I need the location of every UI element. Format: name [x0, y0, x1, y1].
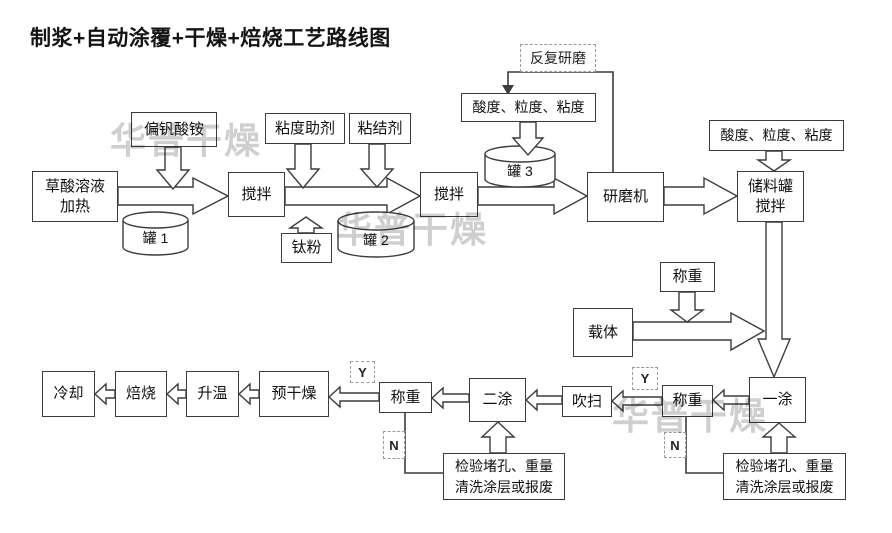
arrowhead-regrind-feedback	[502, 85, 514, 95]
arrow-weigh-to-purge	[610, 389, 663, 413]
arrow-vanadate-down	[155, 146, 191, 191]
box-binder: 粘结剂	[349, 113, 411, 144]
box-predry: 预干燥	[259, 371, 329, 417]
arrow-stir2-to-grinder	[477, 176, 589, 216]
box-inspect-clean-left: 检验堵孔、重量 清洗涂层或报废	[443, 453, 565, 500]
tank2-top	[337, 211, 415, 231]
arrow-stir1-to-stir2	[284, 176, 422, 216]
arrow-storage-to-coat1	[756, 221, 792, 379]
arrow-inspectleft-to-coat2	[480, 421, 516, 454]
arrow-viscosity-down	[285, 143, 321, 190]
arrow-qc1-to-tank3	[511, 121, 545, 157]
box-weigh-carrier: 称重	[660, 262, 715, 292]
label-no-left: N	[383, 431, 405, 459]
arrow-heatup-to-roast	[165, 382, 187, 406]
box-second-coat: 二涂	[469, 378, 526, 422]
line-no-branch-right	[685, 417, 723, 474]
arrow-weighcarrier-down	[668, 291, 706, 323]
box-repeat-grinding: 反复研磨	[520, 44, 596, 72]
label-tank-1: 罐 1	[142, 230, 169, 246]
arrow-oxalic-to-stir1	[117, 176, 230, 216]
label-no-right: N	[664, 432, 686, 458]
label-tank-3: 罐 3	[507, 163, 533, 179]
box-inspect-clean-right: 检验堵孔、重量 清洗涂层或报废	[723, 453, 846, 500]
box-grinder: 研磨机	[587, 172, 664, 222]
tank1-top	[122, 211, 189, 229]
box-first-coat: 一涂	[749, 377, 806, 423]
tank3-body	[484, 154, 556, 188]
arrow-predry-to-heatup	[237, 382, 260, 406]
tank2-body	[337, 221, 415, 258]
diagram-title: 制浆+自动涂覆+干燥+焙烧工艺路线图	[30, 27, 391, 50]
arrow-qc2-to-storage	[755, 150, 793, 172]
box-qc-acidity-particle-viscosity-2: 酸度、粒度、粘度	[709, 120, 844, 151]
arrow-coat2-to-weigh	[430, 386, 470, 410]
line-grinder-regrind-feedback	[507, 71, 614, 172]
label-tank-2: 罐 2	[363, 232, 389, 248]
box-stir-1: 搅拌	[228, 172, 285, 217]
box-storage-tank-stir: 储料罐 搅拌	[737, 171, 804, 222]
box-viscosity-aid: 粘度助剂	[265, 113, 345, 144]
arrow-weigh-to-predry	[327, 385, 380, 409]
arrow-tipowder-up	[287, 216, 325, 234]
box-ammonium-metavanadate: 偏钒酸铵	[131, 112, 217, 147]
arrow-inspectright-to-coat1	[761, 422, 797, 454]
arrow-binder-down	[359, 143, 395, 189]
arrow-roast-to-cool	[93, 382, 116, 406]
arrow-carrier-to-flow	[632, 311, 766, 352]
label-yes-left: Y	[350, 361, 375, 383]
box-purge: 吹扫	[562, 386, 612, 417]
box-roast: 焙烧	[115, 371, 167, 417]
arrow-grinder-to-storage	[663, 176, 739, 216]
label-yes-right: Y	[632, 367, 658, 390]
line-no-branch-left	[404, 413, 443, 474]
box-stir-2: 搅拌	[420, 172, 478, 217]
box-weigh-after-second-coat: 称重	[379, 382, 432, 413]
box-weigh-after-first-coat: 称重	[662, 385, 713, 417]
tank1-body	[122, 220, 189, 256]
box-titanium-powder: 钛粉	[281, 233, 332, 263]
arrow-coat1-to-weigh	[711, 388, 750, 412]
arrow-purge-to-coat2	[524, 388, 563, 412]
box-heat-up: 升温	[186, 371, 239, 417]
box-oxalic-solution-heating: 草酸溶液 加热	[32, 171, 118, 222]
box-qc-acidity-particle-viscosity-1: 酸度、粒度、粘度	[461, 93, 596, 122]
box-cool: 冷却	[42, 371, 95, 417]
box-carrier: 载体	[573, 308, 633, 357]
